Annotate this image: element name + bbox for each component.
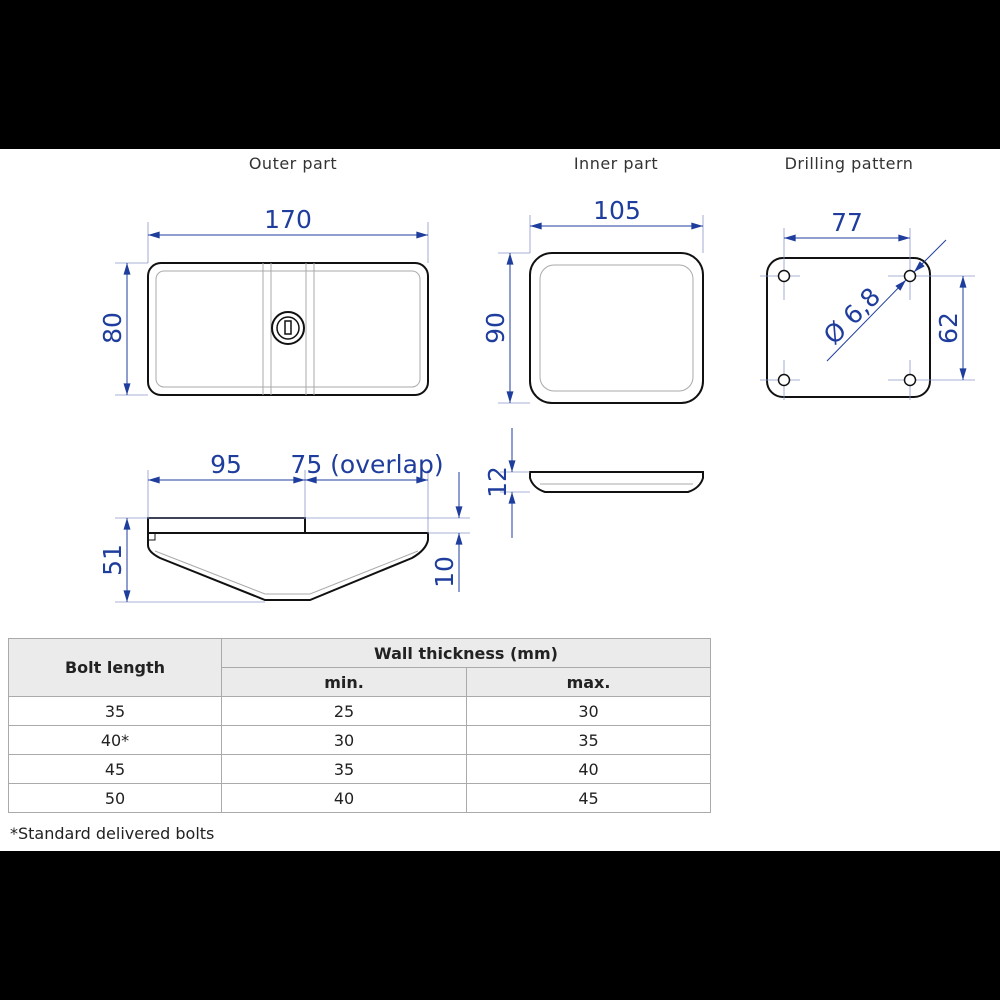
bolt-cell: 45 <box>8 754 222 784</box>
bolt-cell: 35 <box>8 696 222 726</box>
dim-drill-y: 62 <box>934 312 963 344</box>
outer-part-top-view <box>147 262 429 396</box>
outer-part-title: Outer part <box>249 154 337 173</box>
inner-part-title: Inner part <box>574 154 658 173</box>
dim-inner-length: 105 <box>593 196 641 225</box>
hole <box>777 269 791 283</box>
drilling-pattern-title: Drilling pattern <box>785 154 914 173</box>
inner-part-top-view <box>529 252 704 404</box>
dim-side-95: 95 <box>210 450 242 479</box>
dim-outer-length: 170 <box>264 205 312 234</box>
header-bolt-length: Bolt length <box>8 638 222 697</box>
min-cell: 30 <box>221 725 467 755</box>
drilling-plate <box>760 228 975 400</box>
min-cell: 40 <box>221 783 467 813</box>
bottom-black-band <box>0 851 1000 1000</box>
max-cell: 35 <box>466 725 711 755</box>
inner-part-side-view <box>529 471 704 493</box>
dim-inner-width: 90 <box>481 312 510 344</box>
outer-part-side-view <box>147 517 429 601</box>
dim-side-height: 51 <box>98 544 127 576</box>
max-cell: 40 <box>466 754 711 784</box>
dim-outer-width: 80 <box>98 312 127 344</box>
header-max: max. <box>466 667 711 697</box>
hole <box>903 269 917 283</box>
hole <box>777 373 791 387</box>
bolt-cell: 40* <box>8 725 222 755</box>
footnote: *Standard delivered bolts <box>10 824 215 843</box>
dim-inner-height: 12 <box>483 466 512 498</box>
dim-drill-x: 77 <box>831 208 863 237</box>
header-wall-thickness: Wall thickness (mm) <box>221 638 711 668</box>
min-cell: 35 <box>221 754 467 784</box>
dim-side-flange: 10 <box>430 556 459 588</box>
header-min: min. <box>221 667 467 697</box>
hole <box>903 373 917 387</box>
bolt-length-table: Bolt length Wall thickness (mm) min. max… <box>8 638 711 813</box>
min-cell: 25 <box>221 696 467 726</box>
top-black-band <box>0 0 1000 149</box>
max-cell: 45 <box>466 783 711 813</box>
dim-side-overlap: 75 (overlap) <box>290 450 443 479</box>
max-cell: 30 <box>466 696 711 726</box>
bolt-cell: 50 <box>8 783 222 813</box>
